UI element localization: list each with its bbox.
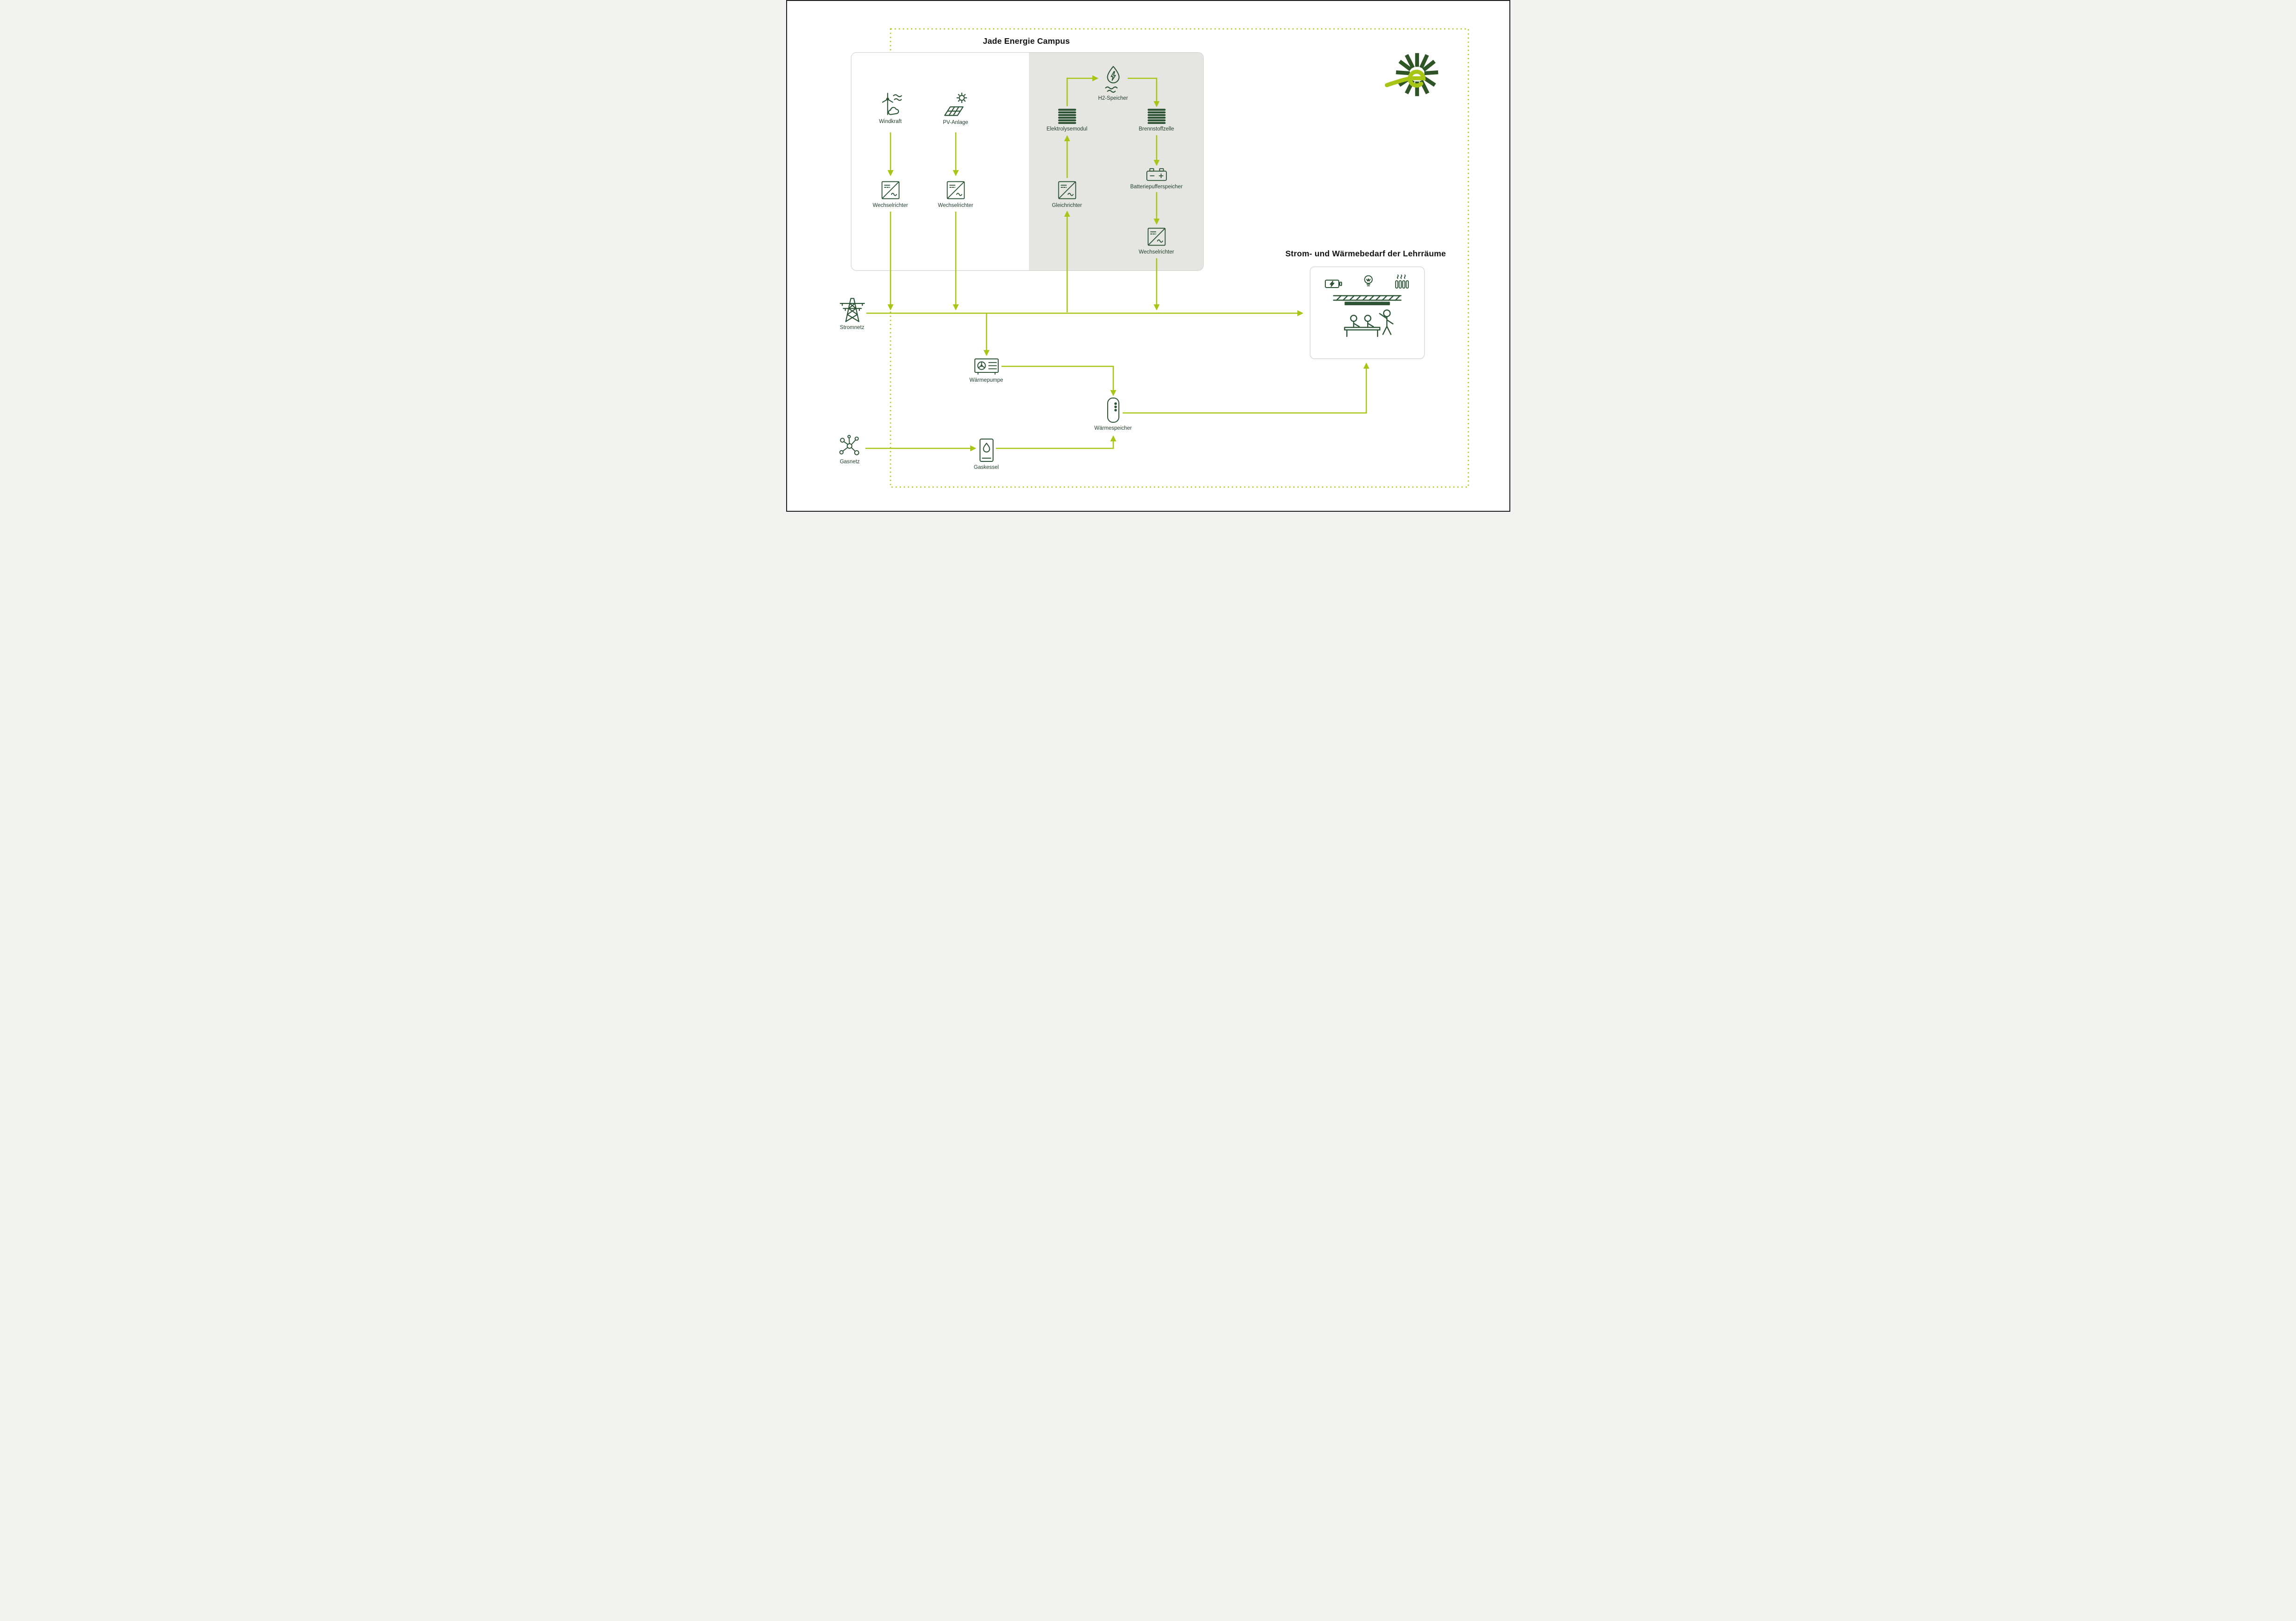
stack-icon (1058, 109, 1076, 124)
stack-icon (1147, 109, 1165, 124)
demand-title: Strom- und Wärmebedarf der Lehrräume (1285, 249, 1446, 258)
demand-box (1309, 267, 1425, 359)
inverter-icon (946, 181, 965, 199)
diagram-canvas: Jade Energie Campus Strom- und Wärmebeda… (786, 0, 1510, 512)
node-waermepumpe: Wärmepumpe (952, 358, 1021, 384)
radiator-icon (1395, 274, 1409, 289)
heat-pump-icon (974, 358, 999, 375)
node-label: PV-Anlage (943, 120, 968, 125)
node-pv-anlage: PV-Anlage (921, 92, 991, 126)
edge-waermespeicher-demand (1122, 363, 1369, 414)
node-wechselrichter-wind: Wechselrichter (856, 180, 925, 209)
node-label: Batteriepufferspeicher (1130, 184, 1183, 190)
battery-storage-icon (1146, 168, 1167, 181)
inverter-icon (881, 181, 899, 199)
campus-title: Jade Energie Campus (983, 36, 1070, 46)
node-stromnetz: Stromnetz (817, 296, 887, 331)
node-gleichrichter: Gleichrichter (1032, 180, 1102, 209)
demand-icon-row (1324, 274, 1410, 290)
rectifier-icon (1058, 181, 1076, 199)
wind-turbine-icon (882, 93, 902, 115)
node-gasnetz: Gasnetz (815, 434, 885, 465)
node-label: Wechselrichter (938, 203, 973, 208)
node-label: Gaskessel (973, 465, 999, 470)
node-label: Gasnetz (840, 459, 860, 465)
power-pylon-icon (839, 298, 865, 322)
node-brennstoffzelle: Brennstoffzelle (1122, 108, 1192, 132)
node-gaskessel: Gaskessel (952, 438, 1021, 471)
classroom-icon (1332, 295, 1402, 337)
node-label: Wärmespeicher (1094, 426, 1132, 431)
node-label: Stromnetz (840, 325, 864, 330)
node-windkraft: Windkraft (856, 92, 925, 125)
solar-panel-icon (944, 92, 967, 116)
node-label: Brennstoffzelle (1138, 126, 1174, 132)
node-label: H2-Speicher (1098, 96, 1128, 101)
node-label: Elektrolysemodul (1046, 126, 1088, 132)
node-label: Wechselrichter (1138, 249, 1174, 255)
inverter-icon (1147, 227, 1165, 246)
hydrogen-drop-icon (1104, 66, 1119, 93)
node-elektrolysemodul: Elektrolysemodul (1032, 108, 1102, 132)
node-wechselrichter-batterie: Wechselrichter (1122, 227, 1192, 255)
lightbulb-icon (1364, 275, 1373, 287)
node-label: Wärmepumpe (969, 378, 1003, 383)
node-wechselrichter-pv: Wechselrichter (921, 180, 991, 209)
node-waermespeicher: Wärmespeicher (1078, 397, 1148, 432)
node-label: Windkraft (879, 119, 902, 124)
heat-storage-tank-icon (1107, 398, 1119, 423)
node-label: Gleichrichter (1052, 203, 1082, 208)
jade-energy-logo (1384, 53, 1438, 96)
gas-network-icon (839, 435, 859, 455)
node-h2-speicher: H2-Speicher (1078, 65, 1148, 102)
node-label: Wechselrichter (872, 203, 908, 208)
node-batteriepufferspeicher: Batteriepufferspeicher (1122, 167, 1192, 190)
battery-icon (1324, 280, 1342, 288)
gas-boiler-icon (979, 439, 994, 462)
